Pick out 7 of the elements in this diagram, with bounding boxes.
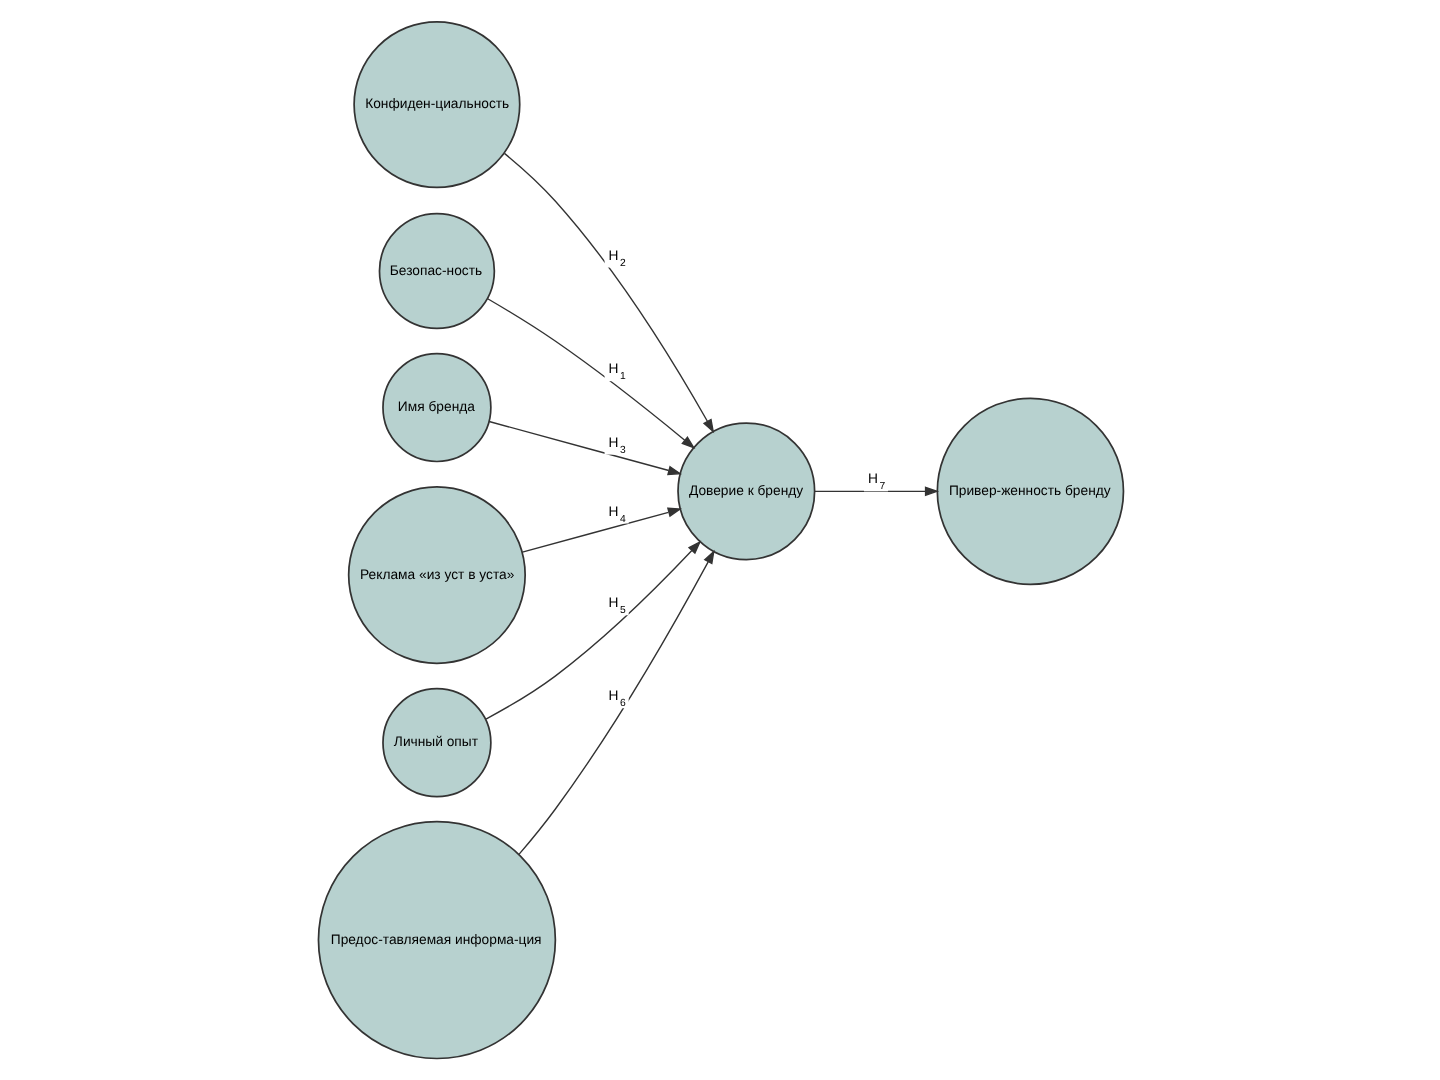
arrow xyxy=(520,507,682,553)
arrow xyxy=(484,540,701,720)
arrow xyxy=(517,549,714,856)
arrow xyxy=(487,420,682,476)
arrow xyxy=(812,486,939,497)
arrow xyxy=(486,298,695,449)
arrow xyxy=(502,152,714,434)
